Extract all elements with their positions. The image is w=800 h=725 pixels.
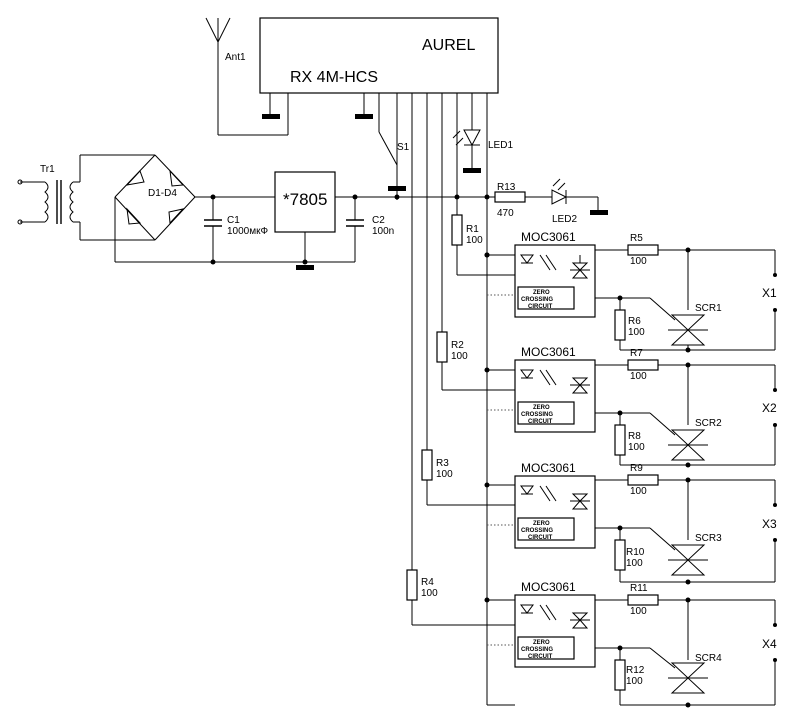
scr1-label: SCR1 [695, 303, 722, 314]
r1-value: 100 [466, 235, 483, 246]
opto-2-label: MOC3061 [521, 345, 576, 359]
r6-ref: R6 [628, 316, 641, 327]
r10-value: 100 [626, 558, 643, 569]
capacitor-c1: C1 1000мкФ [204, 194, 268, 265]
switch-s1: S1 [378, 105, 410, 191]
r5-ref: R5 [630, 233, 643, 244]
zc-2-line-1: ZERO [533, 405, 550, 411]
channel-4: MOC3061 ZERO CROSSING CIRCUIT R11 1 [484, 580, 777, 708]
r12-value: 100 [626, 676, 643, 687]
r6-value: 100 [628, 327, 645, 338]
channel-3: MOC3061 ZERO CROSSING CIRCUIT R9 10 [484, 461, 777, 585]
r8-value: 100 [628, 442, 645, 453]
regulator-label: *7805 [283, 190, 327, 209]
led2-label: LED2 [552, 214, 577, 225]
r7-value: 100 [630, 371, 647, 382]
antenna-label: Ant1 [225, 52, 246, 63]
regulator-7805: *7805 [274, 171, 487, 270]
r3-ref: R3 [436, 458, 449, 469]
receiver-module: AUREL RX 4M-HCS [259, 17, 499, 705]
r9-ref: R9 [630, 463, 643, 474]
receiver-box [259, 17, 499, 94]
output-x3: X3 [762, 517, 777, 531]
r2-input: R2 100 [436, 331, 515, 391]
output-x4: X4 [762, 637, 777, 651]
r3-input: R3 100 [421, 449, 515, 506]
ground-symbol [463, 168, 481, 173]
ground-symbol [590, 210, 608, 215]
ground-symbol [388, 186, 406, 191]
bridge-label: D1-D4 [148, 188, 177, 199]
r4-ref: R4 [421, 577, 434, 588]
c2-value: 100n [372, 226, 394, 237]
zc-4-line-2: CROSSING [521, 647, 553, 653]
opto-1-label: MOC3061 [521, 230, 576, 244]
output-x1: X1 [762, 286, 777, 300]
zc-2-line-3: CIRCUIT [528, 419, 553, 425]
r5-value: 100 [630, 256, 647, 267]
zc-1-line-3: CIRCUIT [528, 304, 553, 310]
transformer: Tr1 [17, 154, 155, 241]
zc-3-line-2: CROSSING [521, 528, 553, 534]
opto-3-label: MOC3061 [521, 461, 576, 475]
r13-value: 470 [497, 208, 514, 219]
zc-3-line-3: CIRCUIT [528, 535, 553, 541]
ground-symbol [355, 114, 373, 119]
zc-4-line-1: ZERO [533, 640, 550, 646]
transformer-label: Tr1 [40, 164, 55, 175]
scr2-label: SCR2 [695, 418, 722, 429]
led1: LED1 [452, 129, 513, 173]
scr3-label: SCR3 [695, 533, 722, 544]
ground-symbol [296, 265, 314, 270]
zc-4-line-3: CIRCUIT [528, 654, 553, 660]
receiver-brand: AUREL [422, 37, 475, 54]
ground-symbol [262, 114, 280, 119]
scr4-label: SCR4 [695, 653, 722, 664]
r8-ref: R8 [628, 431, 641, 442]
zc-1-line-1: ZERO [533, 290, 550, 296]
receiver-model: RX 4M-HCS [290, 69, 378, 86]
bridge-rectifier: D1-D4 [114, 154, 275, 262]
r1-ref: R1 [466, 224, 479, 235]
led1-label: LED1 [488, 140, 513, 151]
r12-ref: R12 [626, 665, 645, 676]
r9-value: 100 [630, 486, 647, 497]
r2-value: 100 [451, 351, 468, 362]
zc-3-line-1: ZERO [533, 521, 550, 527]
r4-value: 100 [421, 588, 438, 599]
output-x2: X2 [762, 401, 777, 415]
r13-led2: R13 470 LED2 [487, 178, 608, 225]
zc-1-line-2: CROSSING [521, 297, 553, 303]
switch-label: S1 [397, 142, 410, 153]
channel-1: MOC3061 ZERO CROSSING CIRCUIT [484, 230, 777, 353]
r11-value: 100 [630, 606, 647, 617]
capacitor-c2: C2 100n [346, 194, 394, 262]
r7-ref: R7 [630, 348, 643, 359]
c1-value: 1000мкФ [227, 226, 268, 237]
opto-4-label: MOC3061 [521, 580, 576, 594]
c1-ref: C1 [227, 215, 240, 226]
r13-resistor [494, 191, 526, 203]
r13-ref: R13 [497, 182, 516, 193]
r3-value: 100 [436, 469, 453, 480]
channel-2: MOC3061 ZERO CROSSING CIRCUIT R7 10 [484, 345, 777, 468]
r10-ref: R10 [626, 547, 645, 558]
r2-ref: R2 [451, 340, 464, 351]
r4-input: R4 100 [406, 569, 515, 626]
r11-ref: R11 [630, 583, 648, 594]
c2-ref: C2 [372, 215, 385, 226]
zc-2-line-2: CROSSING [521, 412, 553, 418]
antenna: Ant1 [205, 17, 289, 136]
r1-input: R1 100 [451, 200, 515, 276]
